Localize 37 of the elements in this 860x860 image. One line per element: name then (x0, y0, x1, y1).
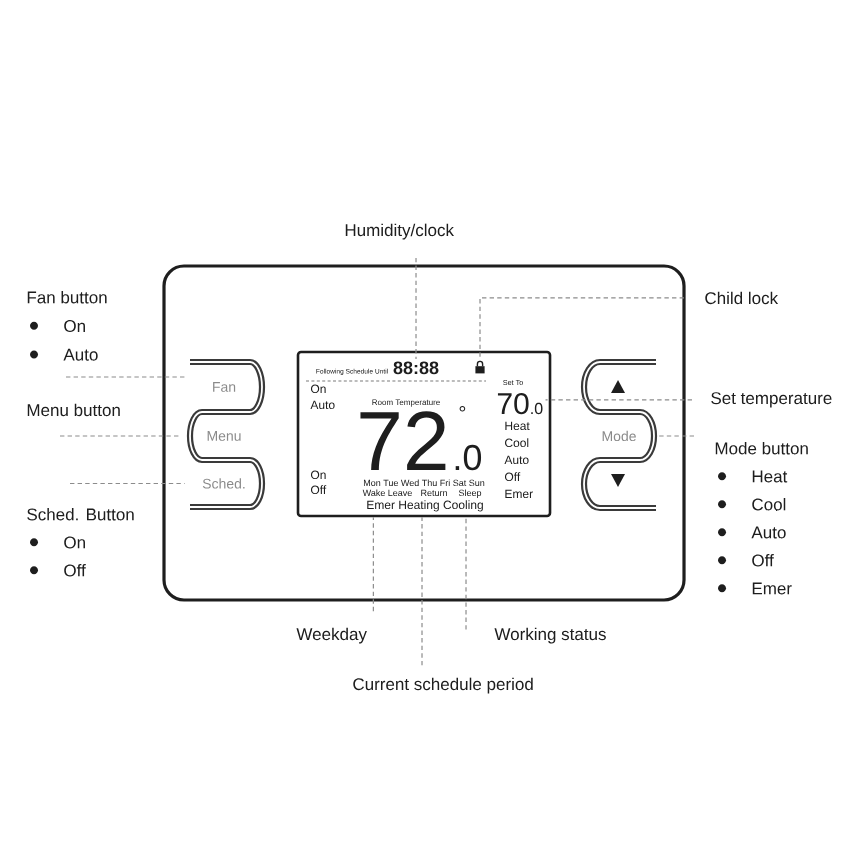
option-text: Cool (752, 498, 786, 511)
option-text: On (64, 536, 85, 549)
option-text: On (64, 320, 85, 333)
leader-line (65, 376, 186, 378)
thermostat-body (162, 264, 686, 602)
callout-label: Weekday (296, 627, 367, 644)
leader-line (465, 516, 467, 631)
leader-line (59, 435, 183, 437)
leader-line (372, 516, 374, 612)
temperature-digits: 72 (360, 411, 446, 470)
callout-label: Sched. Button (27, 508, 134, 521)
display-text: ° (459, 406, 466, 412)
clock-digits: 88:88 (393, 361, 439, 375)
option-text: Auto (751, 526, 786, 539)
option-text: Auto (63, 348, 98, 361)
display-screen (296, 350, 552, 518)
callout-label: Fan button (27, 291, 107, 304)
leader-line (656, 435, 695, 437)
display-digits: 70 (497, 393, 529, 415)
leader-line (421, 516, 423, 666)
leader-line (415, 257, 417, 360)
option-text: Emer (752, 582, 792, 595)
leader-line (544, 399, 693, 401)
option-text: Heat (752, 470, 788, 483)
callout-label: Current schedule period (353, 677, 533, 694)
leader-line (69, 482, 186, 485)
callout-label: Set temperature (711, 392, 832, 408)
temperature-digits: .0 (455, 444, 482, 471)
callout-label: Child lock (705, 291, 779, 305)
callout-label: Mode button (715, 442, 808, 455)
option-text: Off (752, 554, 774, 567)
padlock-icon (475, 360, 485, 374)
option-text: Off (64, 564, 86, 577)
callout-label: Humidity/clock (345, 223, 454, 240)
callout-label: Working status (494, 627, 606, 644)
display-digits: .0 (531, 402, 543, 415)
callout-label: Menu button (27, 403, 120, 417)
